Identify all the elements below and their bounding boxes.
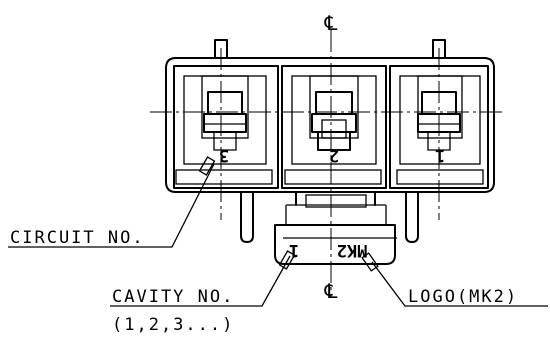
centerline-symbol-top: ℄ <box>324 11 338 35</box>
top-pins <box>214 39 446 59</box>
cavity-sequence-label: (1,2,3...) <box>112 315 234 335</box>
circuit-no-label: CIRCUIT NO. <box>10 228 145 248</box>
logo-mark: MK2 <box>337 240 368 260</box>
cavity-no-label: CAVITY NO. <box>112 287 234 307</box>
centerlines <box>150 30 505 298</box>
circuit-number-2: 2 <box>329 145 339 165</box>
circuit-number-1: 1 <box>435 145 445 165</box>
centerline-symbol-bottom: ℄ <box>324 279 338 303</box>
leaders <box>8 156 548 307</box>
logo-label: LOGO(MK2) <box>408 287 518 307</box>
bottom-pins <box>240 191 419 243</box>
cavity-number-mark: 1 <box>289 240 299 260</box>
main-housing <box>165 57 495 193</box>
circuit-number-3: 3 <box>219 145 229 165</box>
cavity-left-terminal <box>183 75 267 165</box>
cavity-center-terminal <box>291 75 377 165</box>
lower-housing <box>274 191 397 265</box>
